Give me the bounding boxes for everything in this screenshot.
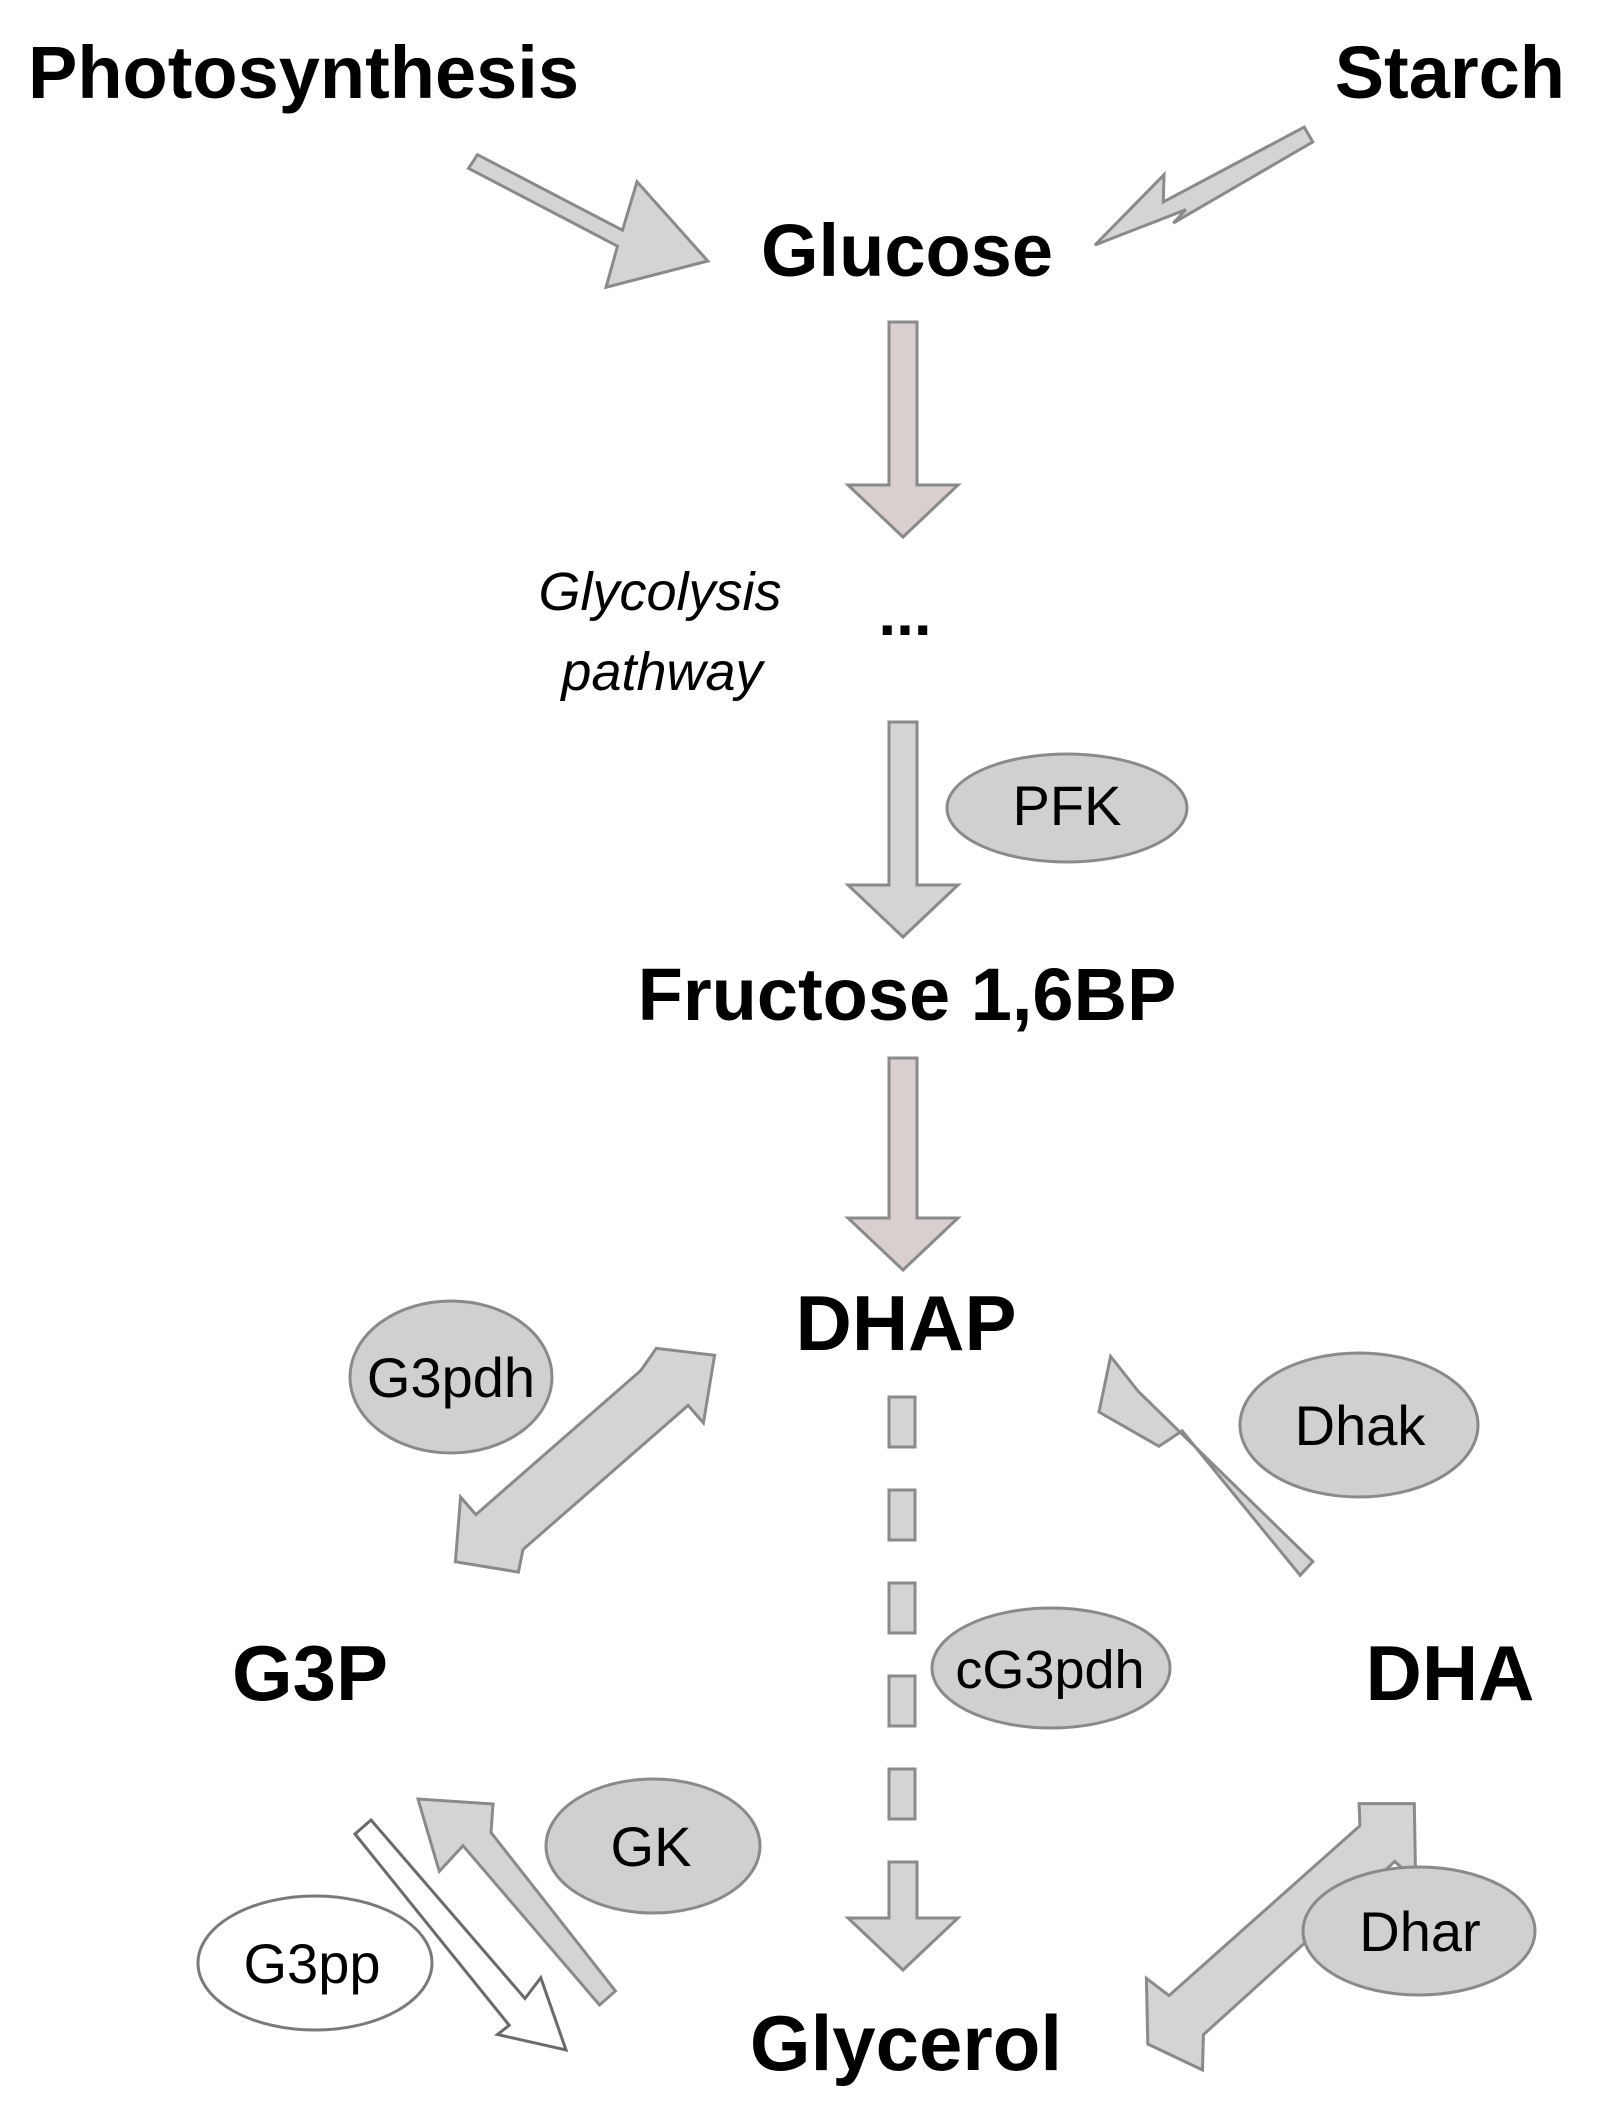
enzyme-cg3pdh-label: cG3pdh	[955, 1640, 1144, 1700]
enzyme-gk-ellipse	[544, 1777, 762, 1915]
arrow-g3p-dhap-bidirectional	[453, 1346, 717, 1574]
arrow-fructose-to-dhap	[844, 1056, 962, 1273]
arrow-dha-to-dhap	[1097, 1352, 1315, 1578]
arrow-glucose-to-glycolysis	[844, 320, 962, 540]
enzyme-pfk-ellipse	[945, 752, 1189, 864]
enzyme-pfk-label: PFK	[1013, 774, 1122, 837]
enzyme-g3pdh-ellipse	[348, 1299, 554, 1455]
enzyme-g3pdh-label: G3pdh	[367, 1346, 535, 1409]
label-dha: DHA	[1366, 1629, 1535, 1717]
enzyme-dhak-label: Dhak	[1295, 1394, 1427, 1457]
label-g3p: G3P	[232, 1629, 388, 1717]
label-photosynthesis: Photosynthesis	[28, 31, 579, 114]
arrow-photosynthesis-to-glucose	[466, 152, 711, 290]
label-glycerol: Glycerol	[750, 1999, 1062, 2087]
dash-segment	[887, 1674, 917, 1728]
enzyme-cg3pdh-ellipse	[930, 1606, 1172, 1730]
enzyme-g3pp-label: G3pp	[244, 1932, 381, 1995]
arrow-glycolysis-to-fructose	[844, 720, 962, 940]
dash-segment	[887, 1767, 917, 1821]
enzyme-dhak-ellipse	[1238, 1351, 1480, 1499]
label-starch: Starch	[1335, 31, 1565, 114]
arrow-starch-to-glucose	[1093, 125, 1315, 247]
dash-segment	[887, 1488, 917, 1542]
arrow-g3p-to-glycerol	[352, 1817, 569, 2053]
enzyme-dhar-ellipse	[1301, 1865, 1537, 1997]
enzyme-g3pp-ellipse	[196, 1894, 434, 2032]
arrow-glycerol-to-g3p	[415, 1797, 618, 2008]
dash-segment	[887, 1395, 917, 1449]
label-ellipsis: ...	[878, 577, 931, 649]
note-glycolysis-line1: Glycolysis	[538, 562, 781, 622]
dash-segment	[887, 1581, 917, 1635]
arrow-dhap-to-glycerol	[844, 1860, 962, 1973]
note-glycolysis-line2: pathway	[559, 642, 765, 702]
label-glucose: Glucose	[761, 209, 1053, 292]
enzyme-gk-label: GK	[611, 1815, 692, 1878]
enzyme-dhar-label: Dhar	[1359, 1900, 1480, 1963]
label-dhap: DHAP	[795, 1279, 1016, 1367]
label-fructose-1-6bp: Fructose 1,6BP	[638, 953, 1177, 1036]
